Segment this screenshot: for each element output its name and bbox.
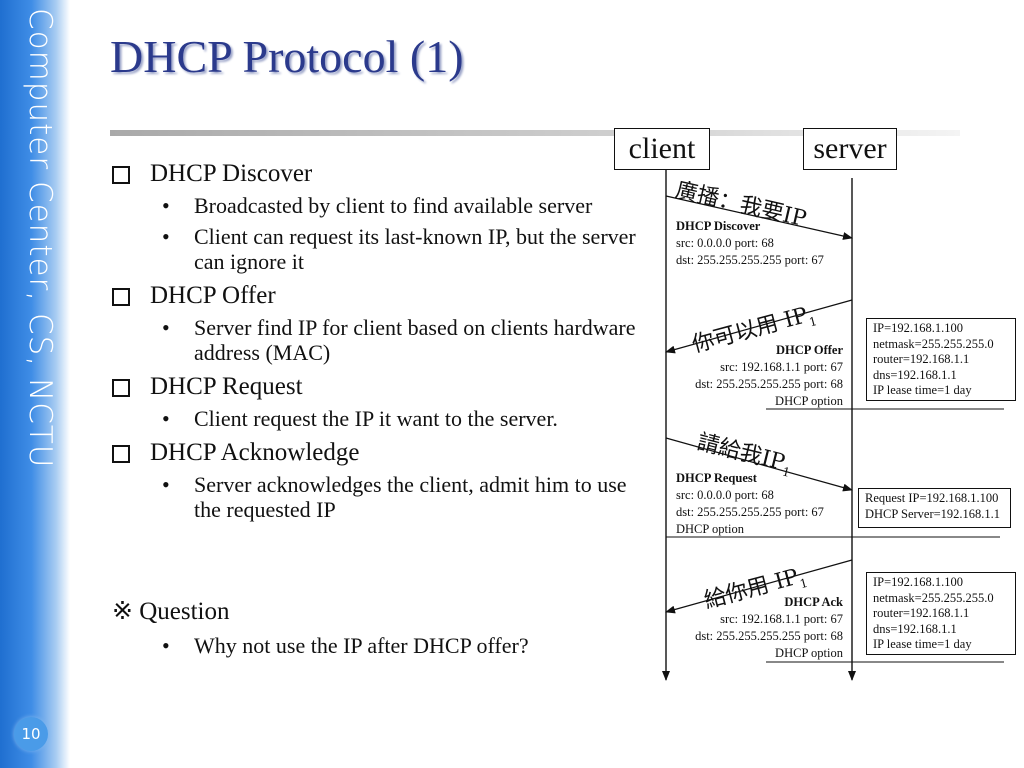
discover-src: src: 0.0.0.0 port: 68: [676, 236, 774, 250]
info-line: DHCP Server=192.168.1.1: [865, 506, 1001, 521]
client-box: client: [614, 128, 710, 170]
offer-option: DHCP option: [775, 394, 843, 408]
ack-info-box: IP=192.168.1.100 netmask=255.255.255.0 r…: [866, 572, 1016, 655]
info-line: IP=192.168.1.100: [873, 575, 964, 589]
question-sub-bullet: •Why not use the IP after DHCP offer?: [162, 633, 529, 658]
bullet-heading: DHCP Request: [150, 373, 303, 400]
request-option: DHCP option: [676, 522, 744, 536]
sub-bullet-text: Server acknowledges the client, admit hi…: [194, 472, 627, 522]
sidebar-banner: Computer Center, CS, NCTU 10: [0, 0, 70, 768]
checkbox-bullet-icon: [112, 445, 130, 463]
sub-bullet-text: Broadcasted by client to find available …: [194, 193, 593, 218]
info-line: dns=192.168.1.1: [873, 621, 957, 636]
offer-dst: dst: 255.255.255.255 port: 68: [695, 377, 843, 391]
bullet-acknowledge: DHCP Acknowledge: [112, 437, 652, 469]
ack-src: src: 192.168.1.1 port: 67: [720, 612, 843, 626]
offer-name: DHCP Offer: [776, 343, 843, 357]
request-src: src: 0.0.0.0 port: 68: [676, 488, 774, 502]
sub-bullet: •Server find IP for client based on clie…: [162, 315, 636, 365]
discover-dst: dst: 255.255.255.255 port: 67: [676, 253, 824, 267]
request-arrow: [665, 437, 853, 492]
info-line: IP lease time=1 day: [873, 637, 972, 651]
checkbox-bullet-icon: [112, 379, 130, 397]
info-line: router=192.168.1.1: [873, 352, 970, 366]
bullet-heading: DHCP Discover: [150, 160, 313, 187]
ack-option: DHCP option: [775, 646, 843, 660]
ack-dst: dst: 255.255.255.255 port: 68: [695, 629, 843, 643]
bullet-heading: DHCP Offer: [150, 282, 276, 309]
sub-bullet: •Client can request its last-known IP, b…: [162, 224, 636, 274]
bullet-discover: DHCP Discover: [112, 158, 652, 190]
ack-arrow: [665, 559, 853, 614]
sub-bullet: •Client request the IP it want to the se…: [162, 406, 558, 431]
offer-src: src: 192.168.1.1 port: 67: [720, 360, 843, 374]
info-line: dns=192.168.1.1: [873, 367, 957, 382]
sub-bullet: •Server acknowledges the client, admit h…: [162, 472, 627, 522]
sub-bullet-text: Server find IP for client based on clien…: [194, 315, 636, 365]
slide-title: DHCP Protocol (1): [110, 31, 464, 82]
info-line: router=192.168.1.1: [873, 606, 970, 620]
dhcp-sequence-diagram: client server 廣播：我要IP DHCP Discover src:…: [600, 120, 1024, 700]
bullet-request: DHCP Request: [112, 371, 652, 403]
sub-bullet: •Broadcasted by client to find available…: [162, 193, 593, 218]
request-name: DHCP Request: [676, 471, 757, 485]
sub-bullet-text: Client request the IP it want to the ser…: [194, 406, 558, 431]
page-number: 10: [14, 717, 48, 751]
checkbox-bullet-icon: [112, 288, 130, 306]
discover-name: DHCP Discover: [676, 219, 761, 233]
title-divider: [110, 130, 960, 136]
info-line: IP lease time=1 day: [873, 383, 972, 397]
bullet-offer: DHCP Offer: [112, 280, 652, 312]
question-text: Why not use the IP after DHCP offer?: [194, 633, 529, 658]
server-box: server: [803, 128, 897, 170]
info-line: IP=192.168.1.100: [873, 321, 964, 335]
offer-arrow: [665, 299, 853, 354]
info-line: netmask=255.255.255.0: [873, 336, 994, 351]
offer-info-box: IP=192.168.1.100 netmask=255.255.255.0 r…: [866, 318, 1016, 401]
ack-name: DHCP Ack: [784, 595, 843, 609]
request-dst: dst: 255.255.255.255 port: 67: [676, 505, 824, 519]
sub-bullet-text: Client can request its last-known IP, bu…: [194, 224, 636, 274]
bullet-heading: DHCP Acknowledge: [150, 439, 360, 466]
sidebar-org-text: Computer Center, CS, NCTU: [22, 8, 58, 469]
bullet-list: DHCP Discover •Broadcasted by client to …: [112, 158, 652, 528]
checkbox-bullet-icon: [112, 166, 130, 184]
request-info-box: Request IP=192.168.1.100 DHCP Server=192…: [858, 488, 1011, 528]
sequence-lines: [662, 170, 1004, 681]
info-line: Request IP=192.168.1.100: [865, 491, 999, 505]
discover-arrow: [665, 195, 853, 240]
question-heading: ※ Question: [112, 598, 230, 625]
info-line: netmask=255.255.255.0: [873, 590, 994, 605]
